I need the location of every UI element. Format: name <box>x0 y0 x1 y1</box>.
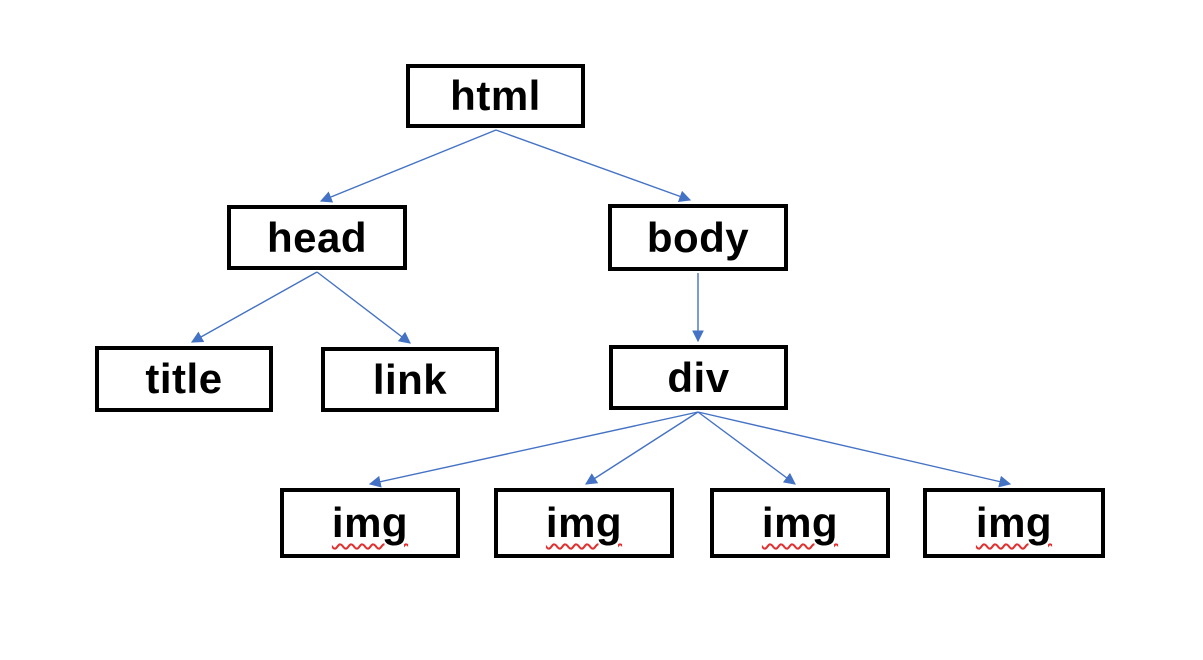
edge-div-img-3 <box>697 411 796 485</box>
edge-head-title <box>190 271 318 343</box>
edge-div-img-1 <box>368 411 699 488</box>
node-img-4-label: img <box>975 499 1053 546</box>
node-html: html <box>406 64 585 128</box>
node-img-3: img <box>710 488 890 558</box>
node-head: head <box>227 205 407 270</box>
node-title-label: title <box>145 355 223 402</box>
node-body: body <box>608 204 788 271</box>
node-img-2: img <box>494 488 674 558</box>
node-img-1: img <box>280 488 460 558</box>
node-html-label: html <box>450 72 541 119</box>
edge-html-head <box>319 129 497 203</box>
node-link-label: link <box>372 355 448 403</box>
node-link: link <box>321 347 499 412</box>
node-img-3-label: img <box>761 499 839 546</box>
node-img-2-label: img <box>545 499 623 546</box>
node-div-label: div <box>667 353 730 401</box>
edge-div-img-2 <box>584 411 699 485</box>
edge-div-img-4 <box>697 411 1012 488</box>
edge-html-body <box>495 129 692 202</box>
edge-head-link <box>316 271 411 344</box>
node-img-4: img <box>923 488 1105 558</box>
node-div: div <box>609 345 788 410</box>
node-img-1-label: img <box>331 499 409 546</box>
node-title: title <box>95 346 273 412</box>
node-head-label: head <box>266 213 368 261</box>
node-body-label: body <box>646 213 750 261</box>
